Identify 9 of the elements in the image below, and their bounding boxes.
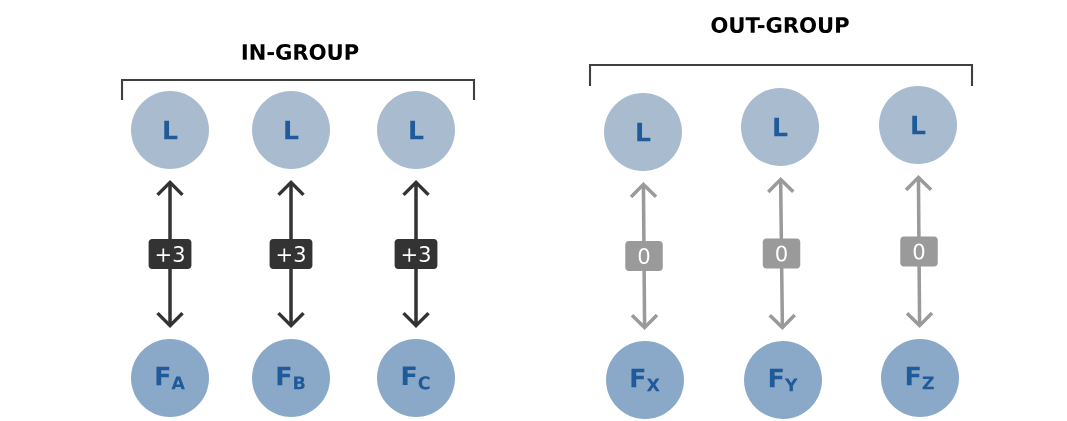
edge-label: +3: [269, 239, 313, 269]
edge-label: 0: [762, 238, 801, 269]
group-heading: IN-GROUP: [242, 44, 359, 60]
edge-label: 0: [900, 236, 938, 267]
edge-label: +3: [394, 239, 438, 269]
edge-label: +3: [148, 239, 192, 269]
edge-label: 0: [625, 241, 663, 271]
double-arrow: [904, 174, 934, 329]
group-heading: OUT-GROUP: [711, 17, 849, 33]
